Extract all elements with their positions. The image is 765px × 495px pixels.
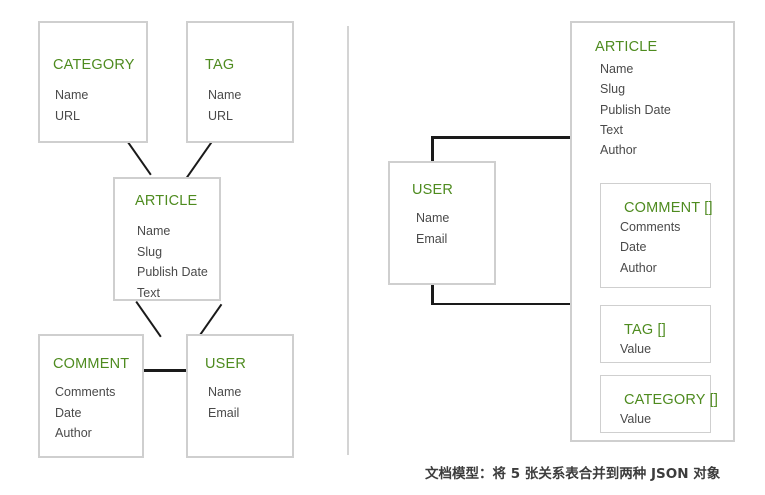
field-label: Name bbox=[208, 88, 242, 102]
entity-box-user[interactable]: USER Name Email bbox=[186, 334, 294, 458]
embedded-fields-category: Value bbox=[620, 409, 651, 429]
field-label: Name bbox=[137, 224, 171, 238]
field-label: Text bbox=[137, 285, 160, 300]
document-box-article[interactable]: ARTICLE Name Slug Publish Date Text Auth… bbox=[570, 21, 735, 442]
field-label: Author bbox=[600, 143, 637, 158]
edge-article-comment bbox=[135, 301, 162, 338]
edge-user-article-bottom-horizontal bbox=[431, 302, 573, 305]
edge-tag-article bbox=[186, 141, 213, 179]
field-label: Name bbox=[208, 385, 242, 399]
embedded-box-category[interactable]: CATEGORY [] Value bbox=[600, 375, 718, 433]
edge-user-article-bottom-vertical bbox=[431, 283, 434, 305]
embedded-fields-comment: Comments Date Author bbox=[620, 217, 680, 278]
embedded-box-tag[interactable]: TAG [] Value bbox=[600, 305, 711, 363]
field-label: Name bbox=[416, 211, 450, 225]
field-label: Value bbox=[620, 412, 652, 426]
edge-category-article bbox=[125, 139, 152, 176]
embedded-title-comment: COMMENT [] bbox=[624, 200, 713, 216]
entity-title-article: ARTICLE bbox=[135, 193, 198, 209]
field-label: URL bbox=[208, 108, 234, 123]
embedded-box-comment[interactable]: COMMENT [] Comments Date Author bbox=[600, 183, 713, 288]
document-box-user[interactable]: USER Name Email bbox=[388, 161, 496, 285]
entity-fields-category: Name URL bbox=[55, 85, 88, 126]
entity-title-comment: COMMENT bbox=[53, 356, 130, 372]
entity-fields-article: Name Slug Publish Date Text bbox=[137, 221, 208, 303]
field-label: Publish Date bbox=[600, 102, 671, 117]
field-label: Text bbox=[600, 122, 623, 137]
field-label: Name bbox=[55, 88, 89, 102]
field-label: Comments bbox=[620, 220, 681, 234]
field-label: Name bbox=[600, 62, 634, 76]
field-label: Date bbox=[55, 405, 82, 420]
entity-fields-tag: Name URL bbox=[208, 85, 241, 126]
field-label: Publish Date bbox=[137, 265, 208, 279]
field-label: Slug bbox=[600, 82, 626, 97]
edge-user-article-top-vertical bbox=[431, 136, 434, 162]
field-label: Date bbox=[620, 240, 647, 255]
document-title-article: ARTICLE bbox=[595, 39, 658, 55]
entity-fields-comment: Comments Date Author bbox=[55, 382, 115, 444]
entity-box-comment[interactable]: COMMENT Comments Date Author bbox=[38, 334, 144, 458]
field-label: Author bbox=[55, 426, 92, 440]
field-label: Author bbox=[620, 260, 657, 275]
entity-title-category: CATEGORY bbox=[53, 57, 135, 73]
field-label: Email bbox=[208, 405, 240, 420]
document-title-user: USER bbox=[412, 182, 454, 198]
diagram-caption: 文档模型：将 5 张关系表合并到两种 JSON 对象 bbox=[425, 466, 721, 482]
panel-divider bbox=[347, 26, 349, 455]
field-label: Email bbox=[416, 231, 448, 246]
entity-box-article[interactable]: ARTICLE Name Slug Publish Date Text bbox=[113, 177, 221, 301]
field-label: Slug bbox=[137, 244, 163, 259]
field-label: Comments bbox=[55, 385, 116, 399]
entity-title-tag: TAG bbox=[205, 57, 235, 73]
embedded-fields-tag: Value bbox=[620, 339, 651, 359]
document-fields-user: Name Email bbox=[416, 208, 449, 249]
entity-box-tag[interactable]: TAG Name URL bbox=[186, 21, 294, 143]
embedded-title-category: CATEGORY [] bbox=[624, 392, 719, 408]
edge-user-article-top-horizontal bbox=[431, 136, 573, 139]
entity-title-user: USER bbox=[205, 356, 247, 372]
field-label: Value bbox=[620, 342, 652, 356]
edge-comment-user bbox=[142, 369, 188, 372]
document-fields-article: Name Slug Publish Date Text Author bbox=[600, 59, 671, 160]
field-label: URL bbox=[55, 108, 81, 123]
entity-box-category[interactable]: CATEGORY Name URL bbox=[38, 21, 148, 143]
embedded-title-tag: TAG [] bbox=[624, 322, 667, 338]
entity-fields-user: Name Email bbox=[208, 382, 241, 423]
